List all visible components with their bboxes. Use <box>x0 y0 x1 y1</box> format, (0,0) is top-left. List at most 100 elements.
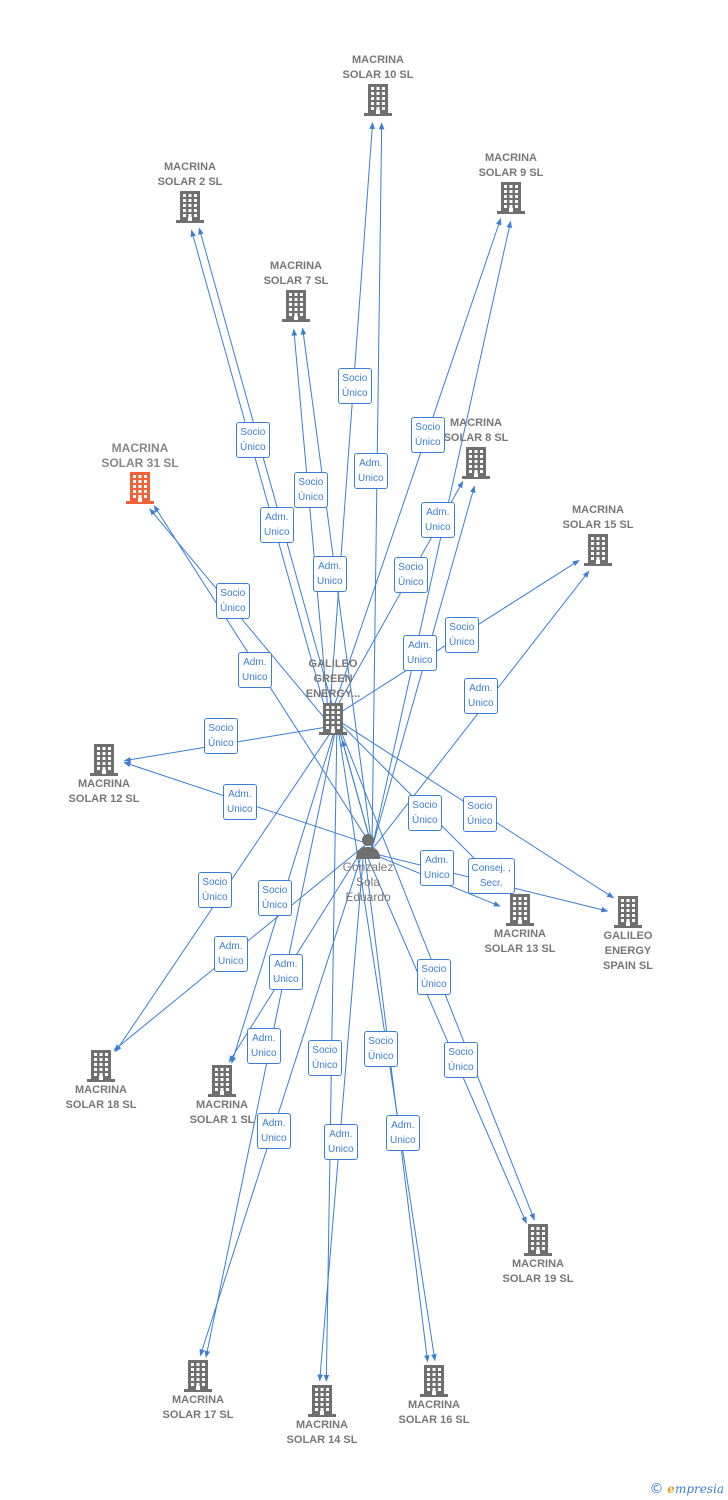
company-label-line: SOLAR 2 SL <box>157 176 223 188</box>
relation-label-line: Unico <box>468 698 494 709</box>
company-label-line: SOLAR 18 SL <box>65 1099 137 1111</box>
relation-label-r4[interactable]: Adm.Unico <box>354 453 388 489</box>
company-label-line: MACRINA <box>78 778 130 790</box>
relation-label-r6[interactable]: Adm.Unico <box>260 507 294 543</box>
edge-gonzalez-solar16 <box>363 848 430 1363</box>
company-label-line: SOLAR 16 SL <box>398 1414 470 1426</box>
relation-label-r32[interactable]: Adm.Unico <box>386 1115 420 1151</box>
company-label-line: SOLAR 13 SL <box>484 943 556 955</box>
relation-label-line: Socio <box>342 373 368 384</box>
relation-label-line: Adm. <box>329 1129 353 1140</box>
relation-label-line: Socio <box>421 964 447 975</box>
relation-label-line: Único <box>368 1051 394 1062</box>
relation-label-line: Unico <box>261 1133 287 1144</box>
relation-label-line: Adm. <box>359 458 383 469</box>
relation-label-line: Único <box>412 815 438 826</box>
relation-label-r19[interactable]: Adm.Unico <box>420 850 454 886</box>
company-label-line: MACRINA <box>408 1399 460 1411</box>
relation-label-line: Adm. <box>426 507 450 518</box>
relation-label-line: Único <box>448 1062 474 1073</box>
building-icon <box>614 896 642 928</box>
relation-label-line: Socio <box>467 801 493 812</box>
relation-label-r12[interactable]: Adm.Unico <box>403 635 437 671</box>
edge-galileo_green-solar7 <box>291 328 330 723</box>
building-icon <box>420 1365 448 1397</box>
relation-label-line: Adm. <box>318 561 342 572</box>
relation-label-line: Socio <box>368 1036 394 1047</box>
person-label-line: Gonzalez <box>342 860 394 874</box>
company-node-solar9[interactable]: MACRINA SOLAR 9 SL <box>451 151 571 215</box>
edge-galileo_green-solar2 <box>190 229 330 724</box>
relation-label-r26[interactable]: Adm.Unico <box>247 1028 281 1064</box>
edge-gonzalez-solar1 <box>228 845 366 1063</box>
company-label-line: SOLAR 14 SL <box>286 1434 358 1446</box>
company-label-line: SOLAR 9 SL <box>478 167 544 179</box>
relation-label-r31[interactable]: Adm.Unico <box>324 1124 358 1160</box>
building-icon <box>506 894 534 926</box>
relation-label-line: Único <box>202 892 228 903</box>
relation-label-r23[interactable]: Adm.Unico <box>214 936 248 972</box>
relation-label-r14[interactable]: Adm.Unico <box>464 678 498 714</box>
relation-label-r8[interactable]: Adm. Unico <box>313 556 347 592</box>
relation-label-line: Socio <box>449 622 475 633</box>
relation-label-line: Adm. <box>262 1118 286 1129</box>
relation-label-line: Socio <box>415 422 441 433</box>
relation-label-r7[interactable]: Adm.Unico <box>421 502 455 538</box>
company-label-line: MACRINA <box>485 152 537 164</box>
relation-label-r13[interactable]: Adm.Unico <box>238 652 272 688</box>
company-node-solar16[interactable]: MACRINA SOLAR 16 SL <box>374 1364 494 1428</box>
person-label-line: Eduardo <box>345 890 391 904</box>
relation-label-r20[interactable]: Consej. ,Secr. <box>467 858 515 894</box>
edge-galileo_green-solar9 <box>328 217 502 721</box>
building-icon <box>308 1385 336 1417</box>
relation-label-line: Unico <box>317 576 343 587</box>
relation-label-r30[interactable]: Adm. Unico <box>257 1113 291 1149</box>
company-label-line: SPAIN SL <box>603 960 653 972</box>
building-icon <box>524 1224 552 1256</box>
company-label-line: MACRINA <box>494 928 546 940</box>
person-icon <box>356 834 380 859</box>
relation-label-r16[interactable]: Adm.Unico <box>223 784 257 820</box>
company-node-solar13[interactable]: MACRINA SOLAR 13 SL <box>460 893 580 957</box>
building-icon <box>176 191 204 223</box>
relation-label-line: Adm. <box>219 941 243 952</box>
company-label-line: MACRINA <box>172 1394 224 1406</box>
relation-label-r24[interactable]: Adm.Unico <box>269 954 303 990</box>
building-icon <box>584 534 612 566</box>
